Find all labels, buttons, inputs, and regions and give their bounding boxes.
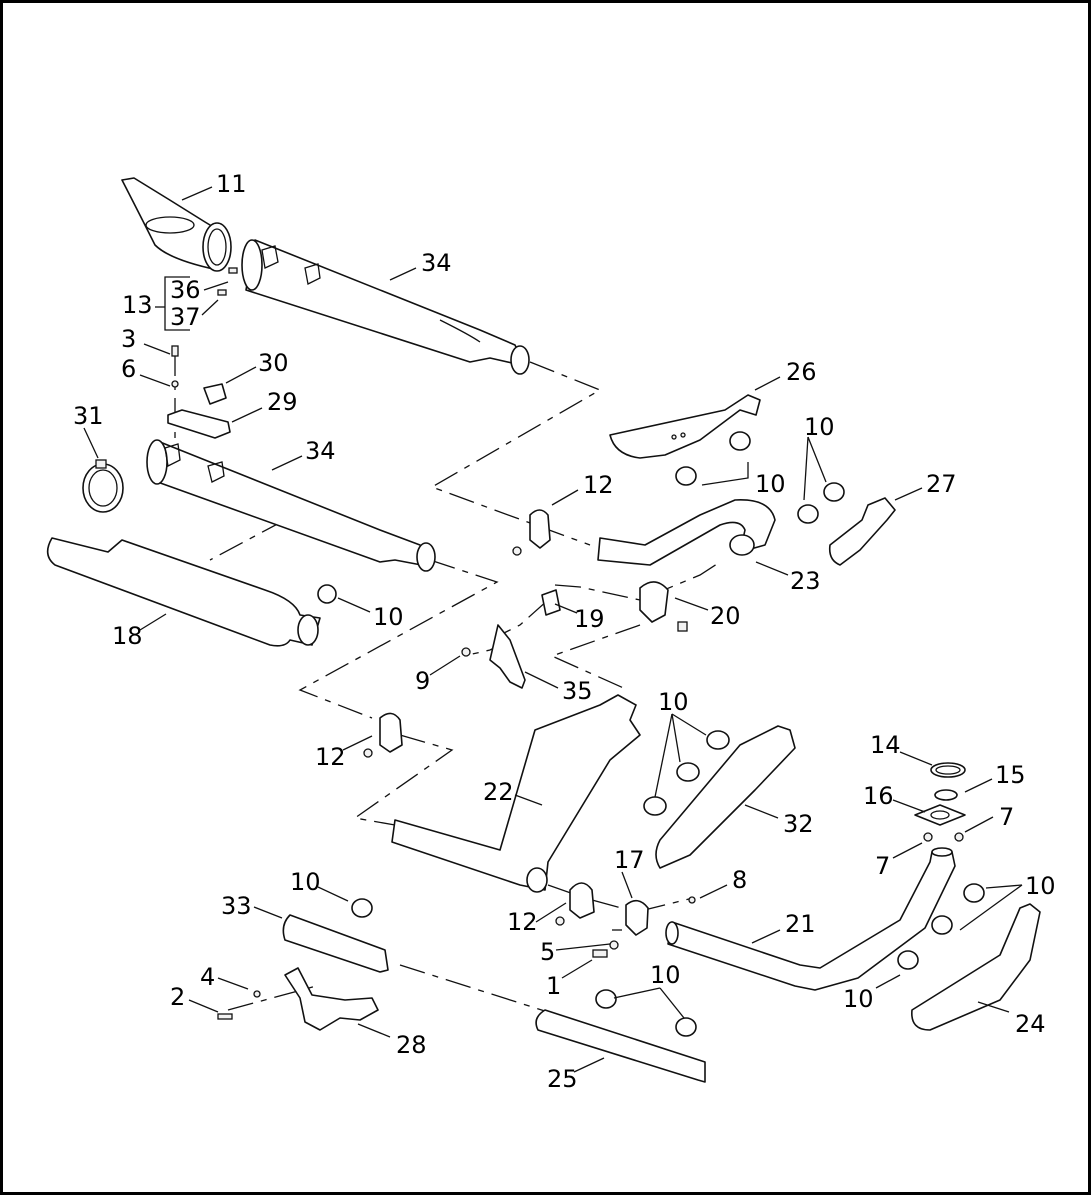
part-33-pipe	[282, 914, 389, 973]
callout-20: 20	[710, 602, 741, 630]
callout-12-c: 12	[507, 908, 538, 936]
part-27-heat-shield	[828, 497, 896, 566]
part-16-flange	[914, 804, 966, 826]
part-12-clamp-c	[555, 882, 595, 926]
callout-4: 4	[200, 963, 215, 991]
assembly-guide-lines	[174, 350, 721, 1013]
part-34-lower-muffler	[146, 439, 436, 572]
part-26-heat-shield	[609, 394, 761, 459]
callout-10-b: 10	[755, 470, 786, 498]
hardware-bolt-2-4	[217, 990, 261, 1020]
part-31-clamp	[82, 459, 124, 513]
part-35-bracket	[461, 624, 526, 689]
callout-15: 15	[995, 761, 1026, 789]
part-30-block	[203, 383, 227, 405]
callout-22: 22	[483, 778, 514, 806]
callout-6: 6	[121, 355, 136, 383]
callout-12-a: 12	[583, 471, 614, 499]
hose-clamps-10	[317, 431, 985, 1037]
callout-16: 16	[863, 782, 894, 810]
part-22-rear-head-pipe	[391, 694, 641, 893]
callout-1: 1	[546, 972, 561, 1000]
part-23-head-pipe	[597, 499, 776, 566]
callout-12-b: 12	[315, 743, 346, 771]
hardware-nuts-7	[923, 832, 964, 842]
callout-27: 27	[926, 470, 957, 498]
callout-25: 25	[547, 1065, 578, 1093]
part-14-gasket	[930, 762, 966, 778]
callout-5: 5	[540, 938, 555, 966]
callout-24: 24	[1015, 1010, 1046, 1038]
callout-10-a: 10	[804, 413, 835, 441]
callout-35: 35	[562, 677, 593, 705]
callout-2: 2	[170, 983, 185, 1011]
callout-10-c: 10	[373, 603, 404, 631]
part-11-end-cap	[121, 177, 232, 272]
part-24-heat-shield	[911, 903, 1041, 1031]
callout-29: 29	[267, 388, 298, 416]
callout-36: 36	[170, 276, 201, 304]
part-12-clamp-a	[512, 509, 551, 556]
callout-17: 17	[614, 846, 645, 874]
part-28-bracket	[284, 967, 379, 1031]
part-19-bracket	[541, 589, 561, 616]
part-32-heat-shield	[655, 725, 796, 869]
part-29-bracket	[167, 409, 231, 439]
callout-23: 23	[790, 567, 821, 595]
callout-10-h: 10	[843, 985, 874, 1013]
callout-labels: 11 34 13 36 37 3 6 30 29 31 34 26 10 10 …	[73, 170, 1056, 1093]
callout-7-a: 7	[999, 803, 1014, 831]
callout-11: 11	[216, 170, 247, 198]
callout-7-b: 7	[875, 852, 890, 880]
part-17-clamp	[625, 896, 696, 936]
callout-14: 14	[870, 731, 901, 759]
part-12-clamp-b	[363, 712, 403, 758]
callout-9: 9	[415, 667, 430, 695]
part-18-muffler-shell	[46, 537, 321, 647]
callout-10-g: 10	[650, 961, 681, 989]
part-20-clamp	[639, 581, 688, 632]
callout-37: 37	[170, 303, 201, 331]
part-15-ring	[934, 789, 958, 801]
callout-21: 21	[785, 910, 816, 938]
callout-26: 26	[786, 358, 817, 386]
callout-33: 33	[221, 892, 252, 920]
callout-8: 8	[732, 866, 747, 894]
callout-10-f: 10	[290, 868, 321, 896]
callout-13: 13	[122, 291, 153, 319]
part-25-pipe	[535, 1009, 706, 1083]
hardware-screws-top	[171, 267, 238, 388]
callout-34-upper: 34	[421, 249, 452, 277]
callout-3: 3	[121, 325, 136, 353]
part-21-exhaust-pipe	[665, 847, 956, 991]
callout-18: 18	[112, 622, 143, 650]
callout-31: 31	[73, 402, 104, 430]
callout-30: 30	[258, 349, 289, 377]
part-34-upper-muffler	[241, 239, 530, 375]
callout-10-e: 10	[1025, 872, 1056, 900]
hardware-bolt-1-5	[592, 940, 619, 958]
callout-19: 19	[574, 605, 605, 633]
callout-34-lower: 34	[305, 437, 336, 465]
callout-10-d: 10	[658, 688, 689, 716]
callout-32: 32	[783, 810, 814, 838]
callout-28: 28	[396, 1031, 427, 1059]
leader-lines	[83, 186, 1023, 1073]
